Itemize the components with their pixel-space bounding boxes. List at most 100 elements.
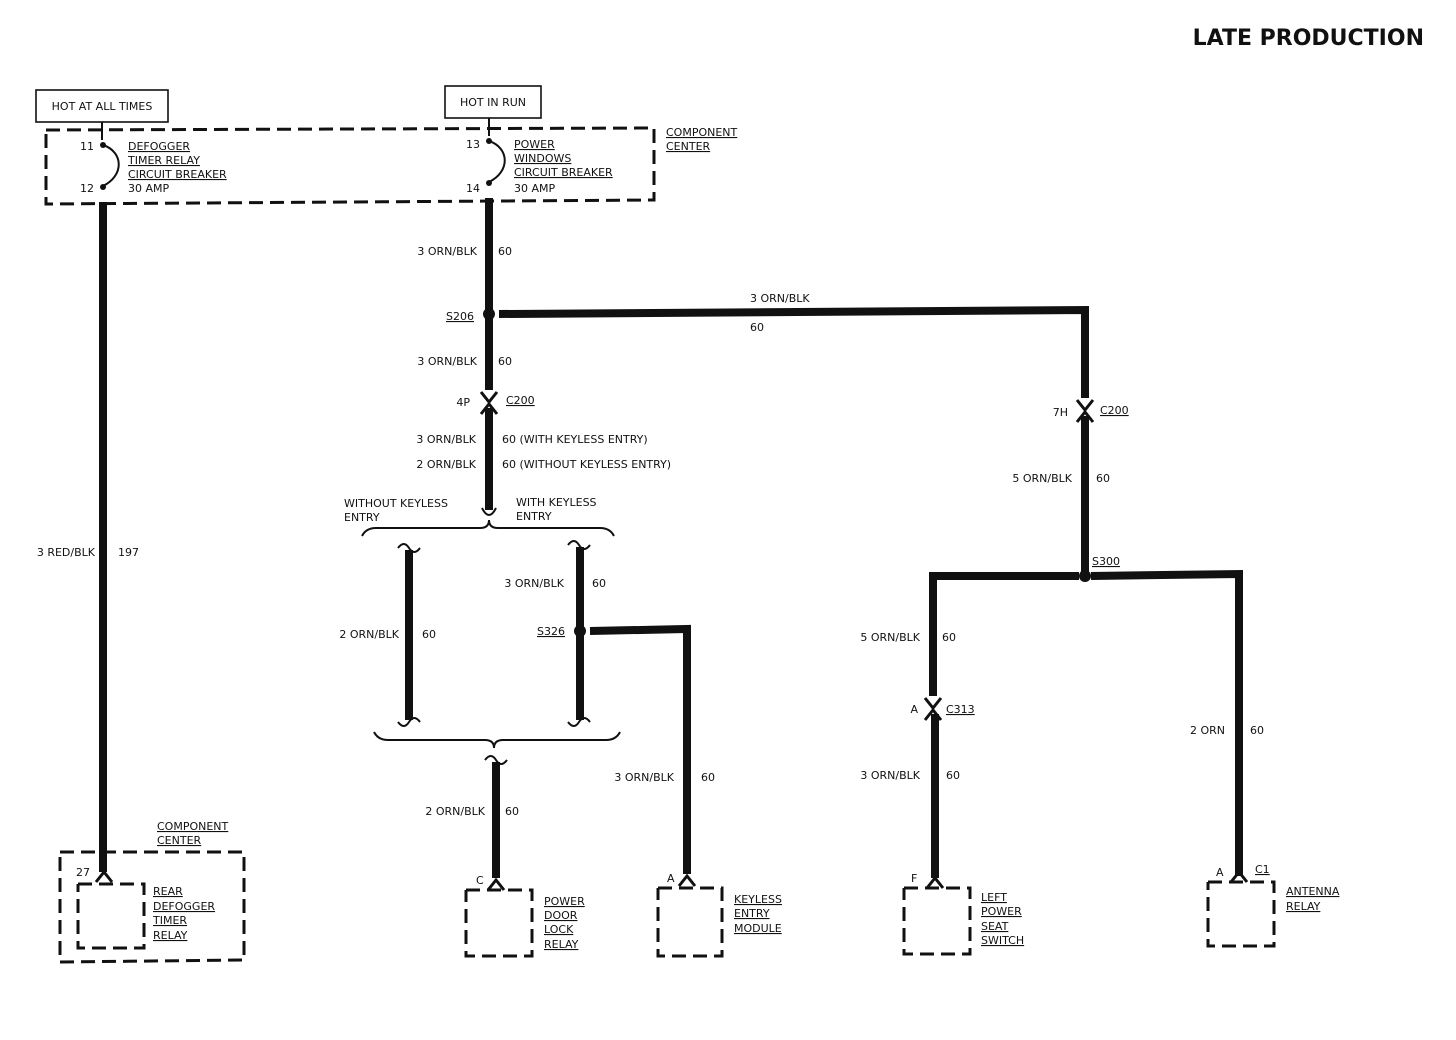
splice-s206 bbox=[483, 308, 495, 320]
option-with-keyless-1: WITH KEYLESS bbox=[516, 496, 597, 509]
connector-c200-right-name: C200 bbox=[1100, 404, 1129, 417]
wire-s300-right bbox=[1090, 569, 1243, 876]
left-power-seat-pin: F bbox=[911, 872, 917, 885]
branch-without-top-tilde bbox=[397, 543, 421, 553]
splice-s300-label: S300 bbox=[1092, 555, 1120, 568]
component-center-bottom-label-2: CENTER bbox=[157, 834, 202, 847]
left-power-seat-line-4: SWITCH bbox=[981, 934, 1024, 947]
wire-s206-down-gauge: 3 ORN/BLK bbox=[417, 355, 477, 368]
component-rear-defogger-relay: 27 REAR DEFOGGER TIMER RELAY bbox=[76, 866, 215, 950]
splice-s206-label: S206 bbox=[446, 310, 474, 323]
wire-with-keyless-circuit: 60 bbox=[592, 577, 606, 590]
wire-c200-nokeyless-gauge: 2 ORN/BLK bbox=[416, 458, 476, 471]
connector-c200-right-pin: 7H bbox=[1053, 406, 1068, 419]
rear-defogger-pin: 27 bbox=[76, 866, 90, 879]
left-power-seat-line-1: LEFT bbox=[981, 891, 1007, 904]
source-hot-in-run: HOT IN RUN bbox=[444, 85, 542, 119]
connector-c200-left-pin: 4P bbox=[456, 396, 470, 409]
connector-c313: A C313 bbox=[910, 697, 975, 721]
wire-s206-right-gauge: 3 ORN/BLK bbox=[750, 292, 810, 305]
branch-without-bottom-tilde bbox=[397, 717, 421, 727]
component-keyless-entry-module: A KEYLESS ENTRY MODULE bbox=[656, 872, 782, 958]
wire-s300-left-gauge: 5 ORN/BLK bbox=[860, 631, 920, 644]
wire-s326-to-keyless bbox=[589, 624, 691, 874]
breaker-power-windows-line-1: POWER bbox=[514, 138, 555, 151]
breaker-defogger-line-1: DEFOGGER bbox=[128, 140, 190, 153]
breaker-power-windows-pin-out: 14 bbox=[466, 182, 480, 195]
wire-without-keyless-gauge: 2 ORN/BLK bbox=[339, 628, 399, 641]
option-brace-bottom bbox=[373, 731, 621, 749]
wire-c200-right-gauge: 5 ORN/BLK bbox=[1012, 472, 1072, 485]
power-door-lock-line-2: DOOR bbox=[544, 909, 578, 922]
breaker-defogger-line-4: 30 AMP bbox=[128, 182, 170, 195]
component-center-top-label-2: CENTER bbox=[666, 140, 711, 153]
power-door-lock-line-3: LOCK bbox=[544, 923, 574, 936]
rear-defogger-line-2: DEFOGGER bbox=[153, 900, 215, 913]
branch-with-bottom-tilde bbox=[567, 717, 591, 727]
wire-cb-to-s206-gauge: 3 ORN/BLK bbox=[417, 245, 477, 258]
component-power-door-lock-relay: C POWER DOOR LOCK RELAY bbox=[464, 874, 585, 958]
option-with-keyless-2: ENTRY bbox=[516, 510, 552, 523]
connector-c313-pin: A bbox=[910, 703, 918, 716]
wire-without-keyless-circuit: 60 bbox=[422, 628, 436, 641]
connector-c200-left: 4P C200 bbox=[456, 391, 535, 415]
wire-to-keyless-circuit: 60 bbox=[701, 771, 715, 784]
wire-defogger-gauge: 3 RED/BLK bbox=[37, 546, 96, 559]
wire-c313-seat-circuit: 60 bbox=[946, 769, 960, 782]
wire-c200-keyless-gauge: 3 ORN/BLK bbox=[416, 433, 476, 446]
wire-c200-right-circuit: 60 bbox=[1096, 472, 1110, 485]
wire-antenna-circuit: 60 bbox=[1250, 724, 1264, 737]
connector-c200-left-name: C200 bbox=[506, 394, 535, 407]
diagram-title: LATE PRODUCTION bbox=[1193, 26, 1424, 51]
wire-to-doorlock-circuit: 60 bbox=[505, 805, 519, 818]
wire-s206-right-circuit: 60 bbox=[750, 321, 764, 334]
wire-c313-seat-gauge: 3 ORN/BLK bbox=[860, 769, 920, 782]
left-power-seat-line-2: POWER bbox=[981, 905, 1022, 918]
wire-with-keyless-gauge: 3 ORN/BLK bbox=[504, 577, 564, 590]
wire-s206-down-circuit: 60 bbox=[498, 355, 512, 368]
keyless-entry-line-3: MODULE bbox=[734, 922, 782, 935]
source-hot-at-all-times: HOT AT ALL TIMES bbox=[35, 89, 169, 123]
component-center-bottom-label-1: COMPONENT bbox=[157, 820, 229, 833]
wire-cb-to-s206-circuit: 60 bbox=[498, 245, 512, 258]
rear-defogger-line-3: TIMER bbox=[152, 914, 187, 927]
power-door-lock-line-1: POWER bbox=[544, 895, 585, 908]
rear-defogger-line-1: REAR bbox=[153, 885, 183, 898]
source-hot-in-run-label: HOT IN RUN bbox=[460, 96, 526, 109]
component-left-power-seat-switch: F LEFT POWER SEAT SWITCH bbox=[902, 872, 1024, 956]
antenna-relay-line-1: ANTENNA bbox=[1286, 885, 1340, 898]
rear-defogger-line-4: RELAY bbox=[153, 929, 188, 942]
wire-s300-left bbox=[929, 572, 1079, 696]
connector-c200-right: 7H C200 bbox=[1053, 399, 1129, 423]
branch-with-top-tilde bbox=[567, 540, 591, 550]
splice-s326-label: S326 bbox=[537, 625, 565, 638]
component-center-bottom: COMPONENT CENTER bbox=[58, 820, 246, 964]
breaker-power-windows-pin-in: 13 bbox=[466, 138, 480, 151]
antenna-relay-line-2: RELAY bbox=[1286, 900, 1321, 913]
breaker-defogger-line-2: TIMER RELAY bbox=[127, 154, 200, 167]
breaker-defogger-line-3: CIRCUIT BREAKER bbox=[128, 168, 227, 181]
wire-s300-left-circuit: 60 bbox=[942, 631, 956, 644]
component-center-top: COMPONENT CENTER bbox=[44, 126, 738, 206]
option-brace-top: WITHOUT KEYLESS ENTRY WITH KEYLESS ENTRY bbox=[344, 496, 615, 537]
breaker-defogger: 11 12 DEFOGGER TIMER RELAY CIRCUIT BREAK… bbox=[80, 140, 227, 195]
splice-s326 bbox=[574, 625, 586, 637]
option-without-keyless-2: ENTRY bbox=[344, 511, 380, 524]
wire-to-keyless-gauge: 3 ORN/BLK bbox=[614, 771, 674, 784]
component-center-top-label-1: COMPONENT bbox=[666, 126, 738, 139]
doorlock-top-tilde bbox=[484, 755, 508, 765]
option-without-keyless-1: WITHOUT KEYLESS bbox=[344, 497, 448, 510]
wire-antenna-gauge: 2 ORN bbox=[1190, 724, 1225, 737]
power-door-lock-pin: C bbox=[476, 874, 484, 887]
antenna-relay-conn: C1 bbox=[1255, 863, 1270, 876]
keyless-entry-line-2: ENTRY bbox=[734, 907, 770, 920]
wire-s206-right bbox=[498, 305, 1089, 398]
component-antenna-relay: A C1 ANTENNA RELAY bbox=[1206, 863, 1340, 948]
wire-defogger-circuit: 197 bbox=[118, 546, 139, 559]
wire-c200-keyless-circuit: 60 (WITH KEYLESS ENTRY) bbox=[502, 433, 648, 446]
splice-s300 bbox=[1079, 570, 1091, 582]
breaker-defogger-pin-in: 11 bbox=[80, 140, 94, 153]
connector-c313-name: C313 bbox=[946, 703, 975, 716]
wire-c200-nokeyless-circuit: 60 (WITHOUT KEYLESS ENTRY) bbox=[502, 458, 671, 471]
